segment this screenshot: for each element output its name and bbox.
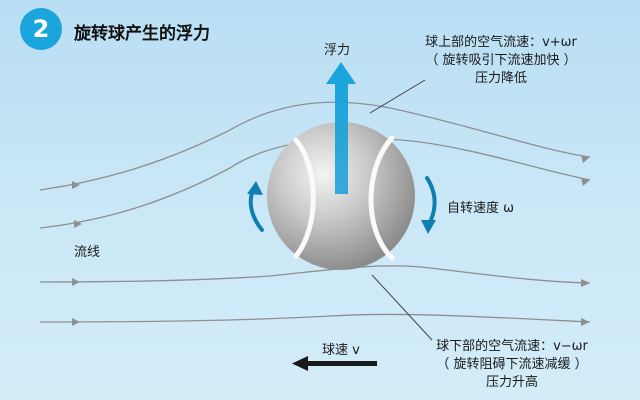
lower-annotation: 球下部的空气流速：v−ωr （ 旋转阻碍下流速减缓 ） 压力升高	[414, 338, 610, 392]
upper-annotation-line1: 球上部的空气流速：v+ωr	[425, 35, 577, 50]
spin-arrow-head-right	[421, 220, 436, 234]
lower-annotation-line3: 压力升高	[485, 375, 538, 390]
lower-leader-line	[371, 274, 433, 341]
spin-arrow-head-left	[247, 181, 263, 195]
ball-speed-label: 球速 v	[322, 343, 360, 358]
tennis-ball-icon	[267, 122, 415, 270]
lower-annotation-line2: （ 旋转阻碍下流速减缓 ）	[436, 357, 588, 372]
spin-speed-label: 自转速度 ω	[447, 201, 515, 216]
streamline-arrow	[72, 318, 80, 326]
upper-annotation: 球上部的空气流速：v+ωr （ 旋转吸引下流速加快 ） 压力降低	[398, 34, 604, 88]
velocity-arrow-icon	[292, 356, 377, 371]
lift-arrow-icon	[326, 62, 356, 194]
streamline-arrow	[581, 178, 590, 186]
upper-leader-line	[369, 79, 426, 114]
streamline-arrow	[72, 278, 80, 286]
upper-annotation-line3: 压力降低	[474, 71, 527, 86]
streamline-arrow	[581, 318, 590, 326]
page-title: 旋转球产生的浮力	[74, 24, 210, 44]
streamline-arrow	[581, 279, 590, 287]
lower-annotation-line1: 球下部的空气流速：v−ωr	[436, 339, 588, 354]
step-number-badge: 2	[20, 8, 62, 50]
streamline-arrow	[72, 181, 80, 189]
streamline-arrow	[74, 220, 82, 228]
streamline-label: 流线	[74, 245, 101, 260]
streamline-3	[39, 265, 591, 284]
streamline-4	[39, 313, 591, 323]
streamline-arrow	[581, 155, 590, 163]
upper-annotation-line2: （ 旋转吸引下流速加快 ）	[425, 53, 577, 68]
streamline-1	[39, 101, 591, 191]
lift-label: 浮力	[324, 43, 351, 58]
